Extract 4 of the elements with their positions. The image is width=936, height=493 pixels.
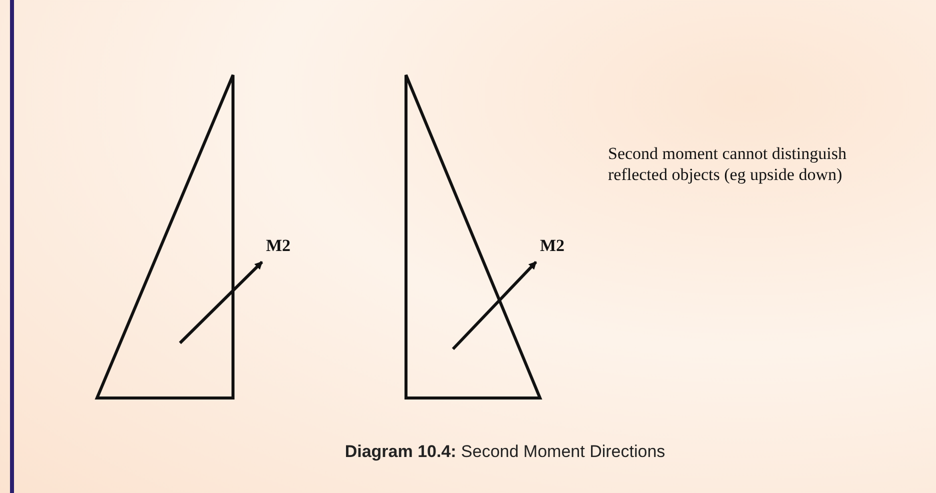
note-text: Second moment cannot distinguish reflected objects (eg upside down) [608, 143, 848, 185]
caption: Diagram 10.4: Second Moment Directions [344, 442, 666, 462]
vector-label: M2 [266, 236, 292, 256]
vector-label: M2 [540, 236, 566, 256]
